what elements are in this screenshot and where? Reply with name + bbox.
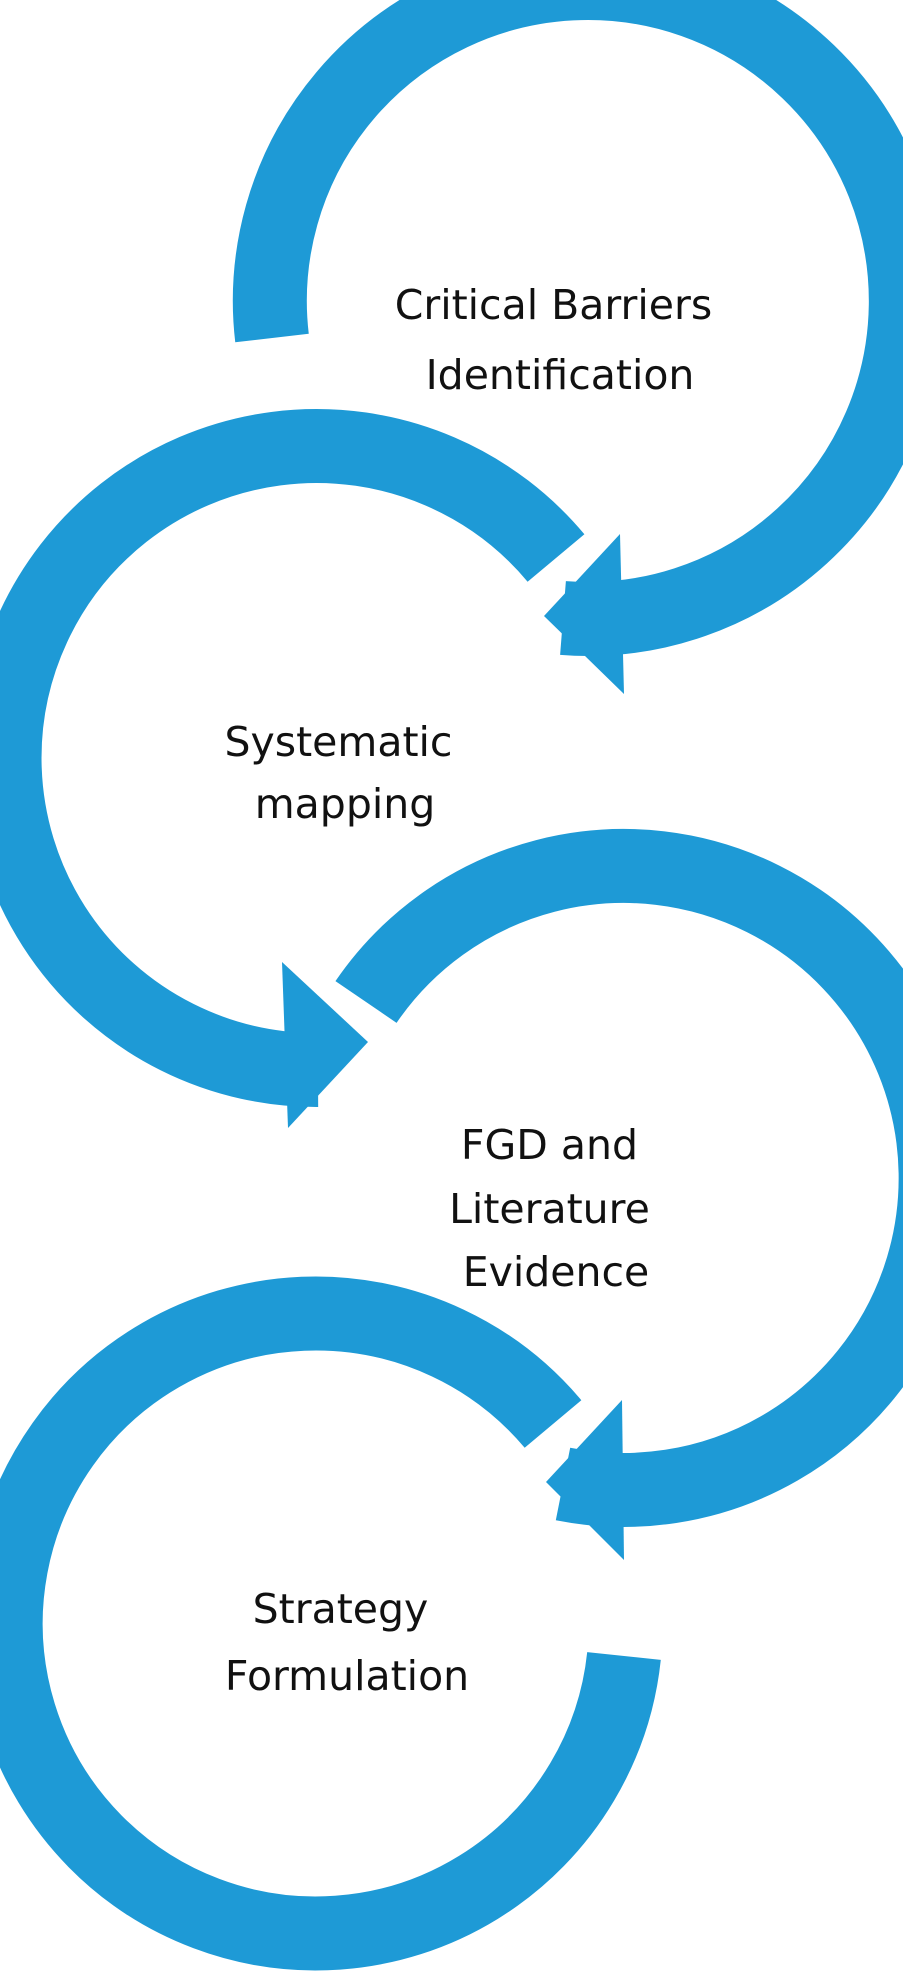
- step-1-label: Critical Barriers Identification: [395, 281, 726, 399]
- step-1-circular-arrow-icon: [232, 0, 903, 656]
- step-4-label-line-2: Formulation: [225, 1652, 469, 1700]
- step-4-circular-arrow-icon: [0, 1276, 661, 1971]
- step-2-circular-arrow-icon: [0, 409, 585, 1108]
- step-1-arrowhead-icon: [544, 534, 624, 694]
- step-2-label-line-1: Systematic: [224, 718, 452, 766]
- step-3-arrowhead-icon: [546, 1400, 624, 1560]
- step-1-label-line-1: Critical Barriers: [395, 281, 713, 329]
- step-2-arrowhead-icon: [282, 962, 368, 1128]
- step-2-systematic-mapping: Systematic mapping: [0, 409, 585, 1128]
- step-4-label-line-1: Strategy: [253, 1585, 429, 1633]
- step-3-label-line-2: Literature: [449, 1185, 650, 1233]
- step-3-circular-arrow-icon: [335, 828, 903, 1527]
- step-3-label: FGD and Literature Evidence: [449, 1121, 663, 1296]
- step-4-label: Strategy Formulation: [225, 1585, 469, 1700]
- step-4-strategy-formulation: Strategy Formulation: [0, 1276, 661, 1971]
- step-3-label-line-3: Evidence: [463, 1248, 650, 1296]
- step-3-label-line-1: FGD and: [461, 1121, 638, 1169]
- step-2-label-line-2: mapping: [255, 780, 436, 828]
- step-1-label-line-2: Identification: [426, 351, 695, 399]
- step-3-fgd-and-literature-evidence: FGD and Literature Evidence: [335, 828, 903, 1560]
- step-1-critical-barriers-identification: Critical Barriers Identification: [232, 0, 903, 694]
- step-2-label: Systematic mapping: [224, 718, 465, 828]
